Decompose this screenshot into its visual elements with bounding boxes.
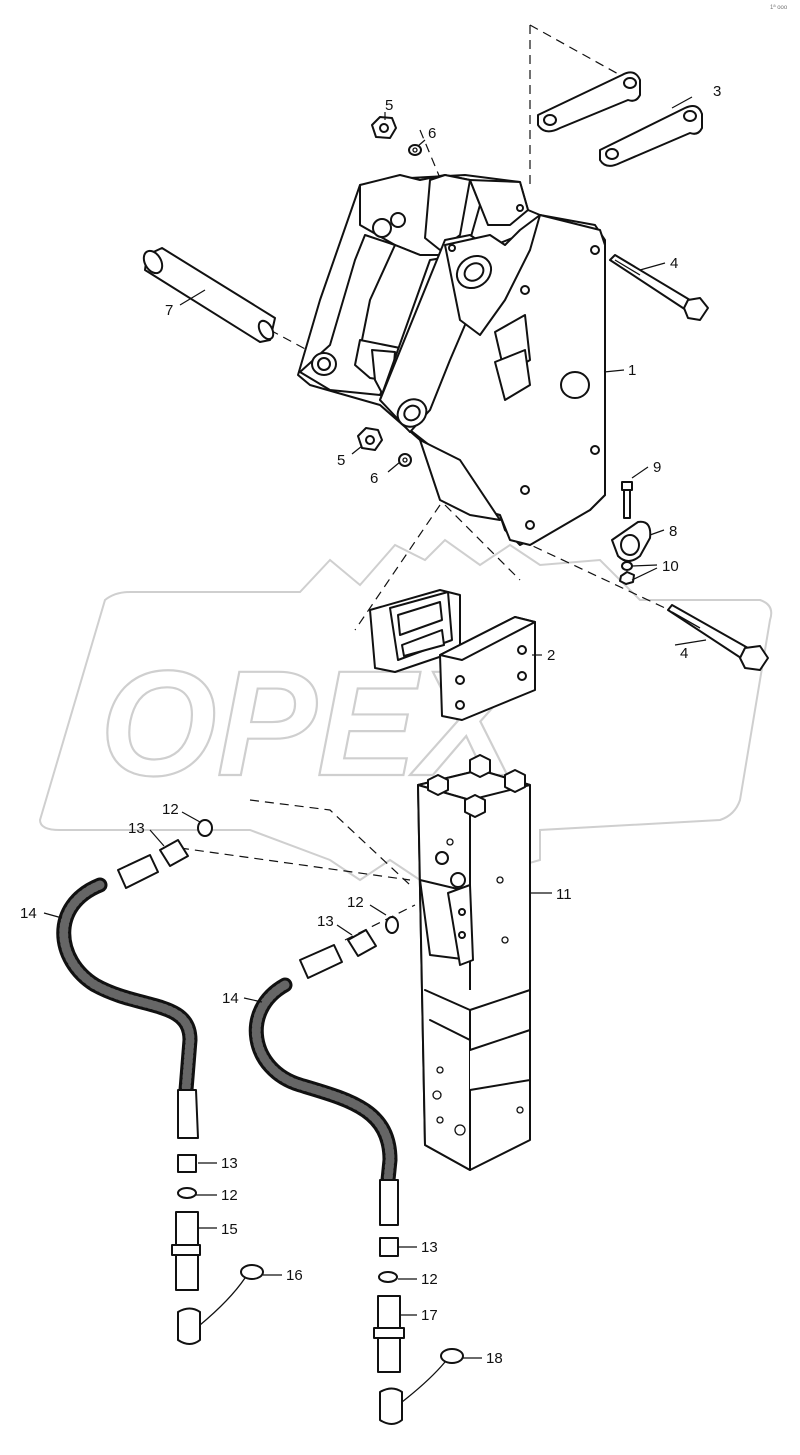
callout-12-c: 12 bbox=[347, 894, 364, 911]
callout-13-b: 13 bbox=[221, 1155, 238, 1172]
hose-fitting-left-top bbox=[117, 854, 159, 889]
callout-18: 18 bbox=[486, 1350, 503, 1367]
callout-14-a: 14 bbox=[20, 905, 37, 922]
callout-3: 3 bbox=[713, 83, 721, 100]
callout-16: 16 bbox=[286, 1267, 303, 1284]
callout-6-upper: 6 bbox=[428, 125, 436, 142]
part-4-bolt-upper bbox=[609, 254, 709, 321]
part-11-valve-block bbox=[417, 754, 531, 1171]
left-hose-assembly bbox=[56, 819, 264, 1345]
part-5-nut-lower bbox=[357, 427, 383, 451]
callout-2: 2 bbox=[547, 647, 555, 664]
callout-5-lower: 5 bbox=[337, 452, 345, 469]
callout-12-a: 12 bbox=[162, 801, 179, 818]
callout-13-a: 13 bbox=[128, 820, 145, 837]
part-2-plates bbox=[369, 589, 536, 721]
part-6-washer-lower bbox=[398, 453, 412, 467]
hose-fitting-right-bottom bbox=[379, 1179, 399, 1226]
part-10-washer-nut bbox=[619, 561, 635, 585]
part-1-mounting-bracket bbox=[297, 174, 606, 546]
callout-4-upper: 4 bbox=[670, 255, 678, 272]
part-9-screw bbox=[621, 481, 633, 519]
part-12-oring-c bbox=[385, 916, 399, 934]
part-12-oring-a bbox=[197, 819, 213, 837]
callout-13-d: 13 bbox=[421, 1239, 438, 1256]
callout-17: 17 bbox=[421, 1307, 438, 1324]
part-18-dust-cap-body bbox=[379, 1387, 403, 1425]
part-13-adapter-a bbox=[159, 839, 189, 867]
part-12-oring-b bbox=[177, 1187, 197, 1199]
callout-7: 7 bbox=[165, 302, 173, 319]
callout-4-lower: 4 bbox=[680, 645, 688, 662]
part-6-washer-upper bbox=[408, 144, 422, 156]
callout-12-d: 12 bbox=[421, 1271, 438, 1288]
part-5-nut-upper bbox=[371, 116, 397, 139]
part-8-collar bbox=[611, 520, 652, 562]
part-13-adapter-d bbox=[379, 1237, 399, 1257]
callout-8: 8 bbox=[669, 523, 677, 540]
callout-14-b: 14 bbox=[222, 990, 239, 1007]
part-13-adapter-c bbox=[347, 929, 377, 957]
part-4-bolt-lower bbox=[667, 604, 769, 671]
callout-9: 9 bbox=[653, 459, 661, 476]
part-18-dust-cap-ring bbox=[440, 1348, 464, 1364]
hose-fitting-right-top bbox=[299, 944, 343, 979]
part-16-dust-cap-ring bbox=[240, 1264, 264, 1280]
callout-labels: 3 4 1 7 5 6 5 6 9 8 10 2 4 11 12 13 14 1… bbox=[20, 83, 721, 1367]
part-12-oring-d bbox=[378, 1271, 398, 1283]
callout-15: 15 bbox=[221, 1221, 238, 1238]
part-16-dust-cap-body bbox=[177, 1307, 201, 1345]
opex-watermark: OPEX bbox=[38, 538, 773, 882]
callout-1: 1 bbox=[628, 362, 636, 379]
callout-12-b: 12 bbox=[221, 1187, 238, 1204]
part-3-links bbox=[537, 71, 703, 167]
callout-6-lower: 6 bbox=[370, 470, 378, 487]
part-7-pin bbox=[142, 247, 276, 343]
hose-fitting-left-bottom bbox=[177, 1089, 199, 1139]
corner-code: 1ª ooo bbox=[770, 4, 788, 11]
part-13-adapter-b bbox=[177, 1154, 197, 1173]
leader-lines bbox=[43, 96, 707, 1359]
callout-13-c: 13 bbox=[317, 913, 334, 930]
callout-10: 10 bbox=[662, 558, 679, 575]
callout-5-upper: 5 bbox=[385, 97, 393, 114]
right-hose-assembly bbox=[248, 916, 464, 1425]
callout-11: 11 bbox=[556, 886, 572, 903]
